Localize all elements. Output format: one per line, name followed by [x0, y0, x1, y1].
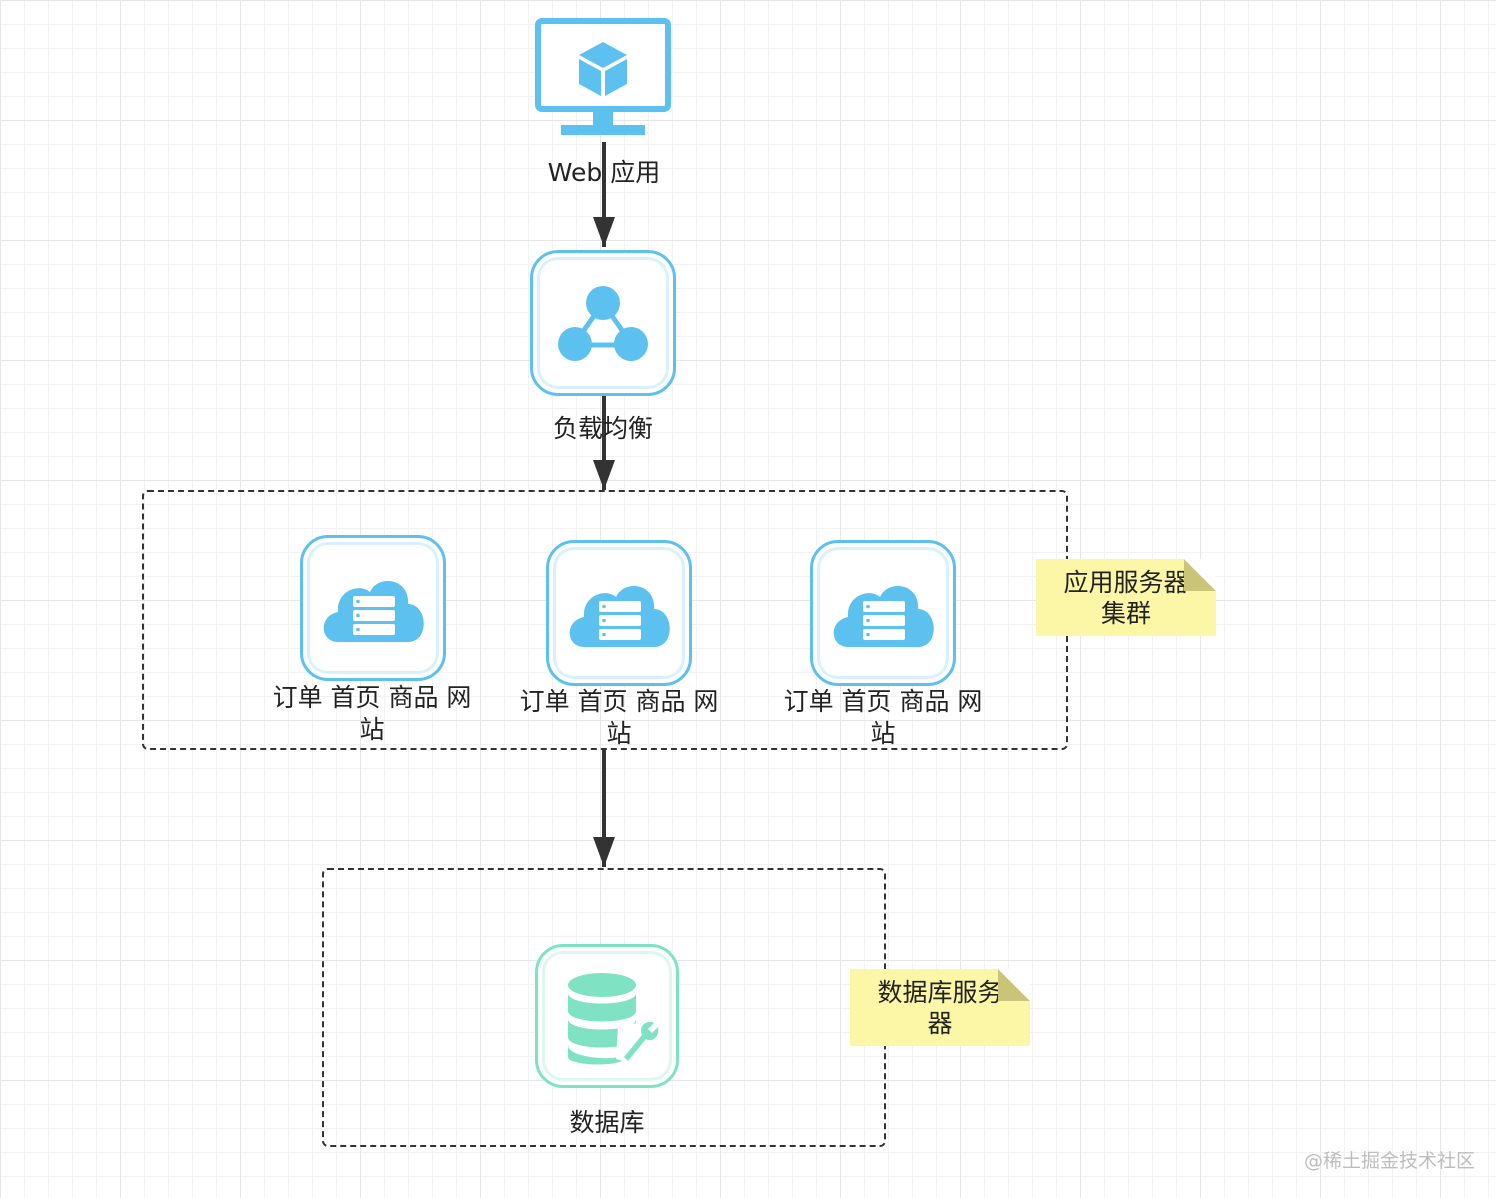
cloud-server-icon [833, 585, 934, 647]
db-server-note-text: 数据库服务器 [877, 978, 1003, 1038]
app-server-label: 订单 首页 商品 网站 [783, 687, 983, 748]
watermark: @稀土掘金技术社区 [1304, 1150, 1476, 1172]
arrow-lb-to-cluster-head [593, 460, 615, 490]
database-label: 数据库 [569, 1108, 645, 1137]
app-server-label: 订单 首页 商品 网站 [272, 683, 472, 744]
database-node[interactable] [535, 944, 679, 1088]
load-balancer-node[interactable] [530, 250, 676, 396]
app-server-label: 订单 首页 商品 网站 [519, 687, 719, 748]
note-fold-icon [1184, 559, 1216, 591]
load-balancer-label: 负载均衡 [552, 414, 653, 443]
cloud-server-icon [569, 585, 670, 647]
cloud-server-icon [323, 580, 424, 642]
db-server-note: 数据库服务器 [850, 969, 1030, 1046]
app-server-node[interactable] [810, 540, 956, 686]
note-fold-icon [998, 969, 1030, 1001]
app-cluster-note-text: 应用服务器集群 [1063, 568, 1189, 628]
app-server-node[interactable] [300, 535, 446, 681]
arrow-cluster-to-db-head [593, 837, 615, 867]
arrow-web-to-lb-head [593, 217, 615, 247]
network-icon [558, 286, 648, 361]
database-wrench-icon [568, 973, 659, 1065]
monitor-icon [535, 18, 671, 135]
app-server-node[interactable] [546, 540, 692, 686]
web-app-label: Web 应用 [547, 158, 661, 187]
app-cluster-note: 应用服务器集群 [1036, 559, 1216, 636]
